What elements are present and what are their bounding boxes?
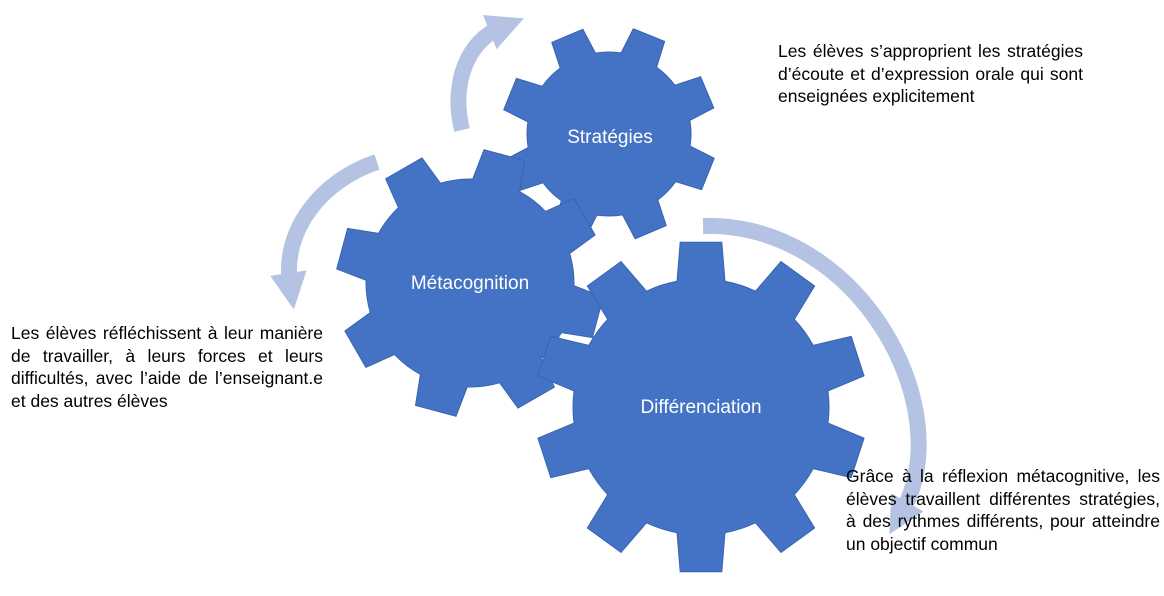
gear-label-differenciation: Différenciation: [640, 397, 761, 418]
caption-metacognition: Les élèves réfléchissent à leur manière …: [11, 323, 323, 411]
gear-metacognition: [336, 149, 604, 417]
caption-differenciation: Grâce à la réflexion métacognitive, les …: [846, 466, 1160, 554]
gear-strategies: [503, 28, 715, 240]
gear-differenciation: [537, 241, 865, 573]
arrow-to-differenciation: [702, 217, 927, 535]
gear-label-metacognition: Métacognition: [411, 273, 529, 294]
arrow-to-metacognition: [270, 154, 380, 310]
gear-label-strategies: Stratégies: [567, 127, 653, 148]
arrow-to-strategies: [450, 15, 524, 132]
caption-strategies: Les élèves s’approprient les stratégies …: [778, 41, 1083, 106]
